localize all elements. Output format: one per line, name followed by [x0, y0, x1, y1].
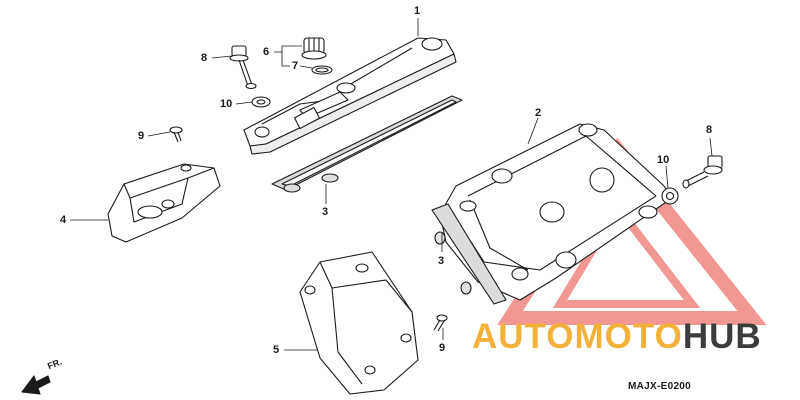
washer-right — [661, 187, 679, 205]
brand-word-hub: HUB — [682, 317, 762, 356]
callout-2: 2 — [535, 107, 542, 119]
cylinder-head-cover-lower — [439, 123, 673, 301]
diagram-part-code: MAJX-E0200 — [628, 381, 692, 392]
callout-4: 4 — [60, 214, 67, 226]
callout-7: 7 — [292, 60, 299, 72]
callout-10-right: 10 — [657, 154, 670, 166]
callout-1: 1 — [414, 5, 421, 17]
head-cover-gasket-upper — [271, 95, 463, 193]
small-bolt-left — [169, 126, 183, 143]
small-cover-left — [107, 163, 221, 243]
callout-3-lower: 3 — [438, 255, 445, 267]
bolt-upper-left — [229, 45, 257, 90]
leader-lines — [70, 18, 713, 351]
o-ring — [311, 65, 333, 75]
callout-6: 6 — [263, 46, 270, 58]
callout-10-left: 10 — [220, 98, 233, 110]
callout-8-left: 8 — [201, 52, 208, 64]
callout-8-right: 8 — [706, 124, 713, 136]
side-cover-bottom — [299, 251, 419, 395]
callout-3-upper: 3 — [322, 206, 329, 218]
small-bolt-bottom — [433, 314, 448, 332]
callout-9-bottom: 9 — [439, 342, 446, 354]
callout-9-left: 9 — [138, 130, 145, 142]
bolt-right — [682, 155, 723, 189]
watermark-brand: AUTOMOTOHUB — [472, 318, 762, 356]
washer-upper-left — [251, 96, 271, 108]
oil-filler-cap — [301, 37, 327, 60]
callout-5: 5 — [273, 344, 280, 356]
brand-word-automoto: AUTOMOTO — [472, 317, 683, 356]
front-direction-arrow — [21, 375, 51, 395]
cylinder-head-cover-upper — [243, 37, 457, 155]
head-cover-gasket-lower — [431, 203, 507, 305]
